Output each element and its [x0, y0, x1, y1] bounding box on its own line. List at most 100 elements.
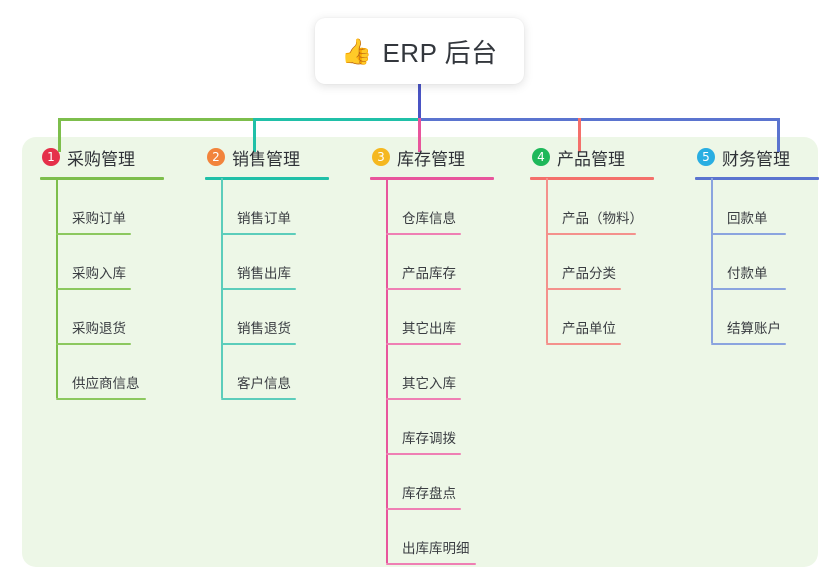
branch-column-3: 3 库存管理 仓库信息 产品库存 其它出库 其它入库 [352, 137, 512, 565]
leaf-item[interactable]: 销售退货 [187, 290, 347, 345]
leaf-rule [386, 508, 461, 510]
leaf-label: 采购退货 [72, 321, 126, 336]
leaf-item[interactable]: 产品库存 [352, 235, 512, 290]
leaf-label: 供应商信息 [72, 376, 140, 391]
leaf-rule [386, 288, 461, 290]
leaf-item[interactable]: 出库库明细 [352, 510, 512, 565]
leaf-rule [386, 233, 461, 235]
branch-header-rule-4 [530, 177, 654, 180]
leaf-label: 销售出库 [237, 266, 291, 281]
branch-spine-3 [386, 178, 388, 563]
leaf-item[interactable]: 产品（物料） [512, 180, 672, 235]
mindmap-panel [22, 137, 818, 567]
branch-leaf-list-1: 采购订单 采购入库 采购退货 供应商信息 [22, 180, 182, 400]
leaf-rule [386, 453, 461, 455]
branch-leaf-list-4: 产品（物料） 产品分类 产品单位 [512, 180, 672, 345]
branch-column-2: 2 销售管理 销售订单 销售出库 销售退货 客户信息 [187, 137, 347, 400]
leaf-item[interactable]: 结算账户 [677, 290, 837, 345]
leaf-label: 销售订单 [237, 211, 291, 226]
branch-header-rule-2 [205, 177, 329, 180]
leaf-rule [386, 343, 461, 345]
leaf-item[interactable]: 客户信息 [187, 345, 347, 400]
leaf-label: 出库库明细 [402, 541, 470, 556]
leaf-item[interactable]: 仓库信息 [352, 180, 512, 235]
leaf-rule [221, 288, 296, 290]
branch-badge-2: 2 [207, 148, 225, 166]
leaf-label: 客户信息 [237, 376, 291, 391]
branch-badge-4: 4 [532, 148, 550, 166]
leaf-item[interactable]: 销售订单 [187, 180, 347, 235]
leaf-item[interactable]: 采购退货 [22, 290, 182, 345]
leaf-rule [546, 233, 636, 235]
leaf-label: 销售退货 [237, 321, 291, 336]
leaf-label: 产品（物料） [562, 211, 643, 226]
leaf-rule [56, 288, 131, 290]
leaf-item[interactable]: 采购入库 [22, 235, 182, 290]
leaf-label: 库存调拨 [402, 431, 456, 446]
leaf-rule [56, 343, 131, 345]
branch-header-rule-5 [695, 177, 819, 180]
leaf-item[interactable]: 销售出库 [187, 235, 347, 290]
branch-column-1: 1 采购管理 采购订单 采购入库 采购退货 供应商信息 [22, 137, 182, 400]
leaf-rule [221, 398, 296, 400]
leaf-label: 其它出库 [402, 321, 456, 336]
branch-leaf-list-3: 仓库信息 产品库存 其它出库 其它入库 库存调拨 [352, 180, 512, 565]
leaf-rule [711, 343, 786, 345]
branch-spine-5 [711, 178, 713, 343]
branch-title-5: 财务管理 [722, 149, 790, 169]
leaf-item[interactable]: 采购订单 [22, 180, 182, 235]
leaf-item[interactable]: 库存调拨 [352, 400, 512, 455]
leaf-rule [386, 563, 476, 565]
leaf-label: 采购订单 [72, 211, 126, 226]
branch-leaf-list-2: 销售订单 销售出库 销售退货 客户信息 [187, 180, 347, 400]
leaf-label: 仓库信息 [402, 211, 456, 226]
branch-spine-4 [546, 178, 548, 343]
leaf-rule [56, 398, 146, 400]
leaf-label: 付款单 [727, 266, 768, 281]
leaf-item[interactable]: 库存盘点 [352, 455, 512, 510]
leaf-item[interactable]: 回款单 [677, 180, 837, 235]
thumbs-up-icon: 👍 [341, 36, 373, 66]
leaf-rule [711, 233, 786, 235]
leaf-item[interactable]: 产品分类 [512, 235, 672, 290]
leaf-rule [386, 398, 461, 400]
leaf-item[interactable]: 产品单位 [512, 290, 672, 345]
leaf-rule [56, 233, 131, 235]
branch-header-2[interactable]: 2 销售管理 [187, 137, 347, 177]
leaf-rule [546, 288, 621, 290]
leaf-label: 产品分类 [562, 266, 616, 281]
root-node-card[interactable]: 👍 ERP 后台 [315, 18, 524, 84]
branch-title-3: 库存管理 [397, 149, 465, 169]
branch-title-4: 产品管理 [557, 149, 625, 169]
branch-badge-3: 3 [372, 148, 390, 166]
leaf-label: 库存盘点 [402, 486, 456, 501]
branch-badge-5: 5 [697, 148, 715, 166]
branch-header-1[interactable]: 1 采购管理 [22, 137, 182, 177]
branch-header-rule-1 [40, 177, 164, 180]
leaf-rule [221, 343, 296, 345]
branch-column-4: 4 产品管理 产品（物料） 产品分类 产品单位 [512, 137, 672, 345]
leaf-item[interactable]: 其它入库 [352, 345, 512, 400]
leaf-label: 采购入库 [72, 266, 126, 281]
root-node-title: ERP 后台 [382, 37, 498, 68]
branch-title-1: 采购管理 [67, 149, 135, 169]
branch-badge-1: 1 [42, 148, 60, 166]
leaf-item[interactable]: 付款单 [677, 235, 837, 290]
branch-column-5: 5 财务管理 回款单 付款单 结算账户 [677, 137, 837, 345]
leaf-rule [221, 233, 296, 235]
branch-columns: 1 采购管理 采购订单 采购入库 采购退货 供应商信息 [0, 137, 839, 567]
leaf-label: 其它入库 [402, 376, 456, 391]
branch-title-2: 销售管理 [232, 149, 300, 169]
branch-header-3[interactable]: 3 库存管理 [352, 137, 512, 177]
leaf-item[interactable]: 其它出库 [352, 290, 512, 345]
leaf-label: 产品单位 [562, 321, 616, 336]
leaf-rule [711, 288, 786, 290]
leaf-rule [546, 343, 621, 345]
branch-leaf-list-5: 回款单 付款单 结算账户 [677, 180, 837, 345]
branch-header-4[interactable]: 4 产品管理 [512, 137, 672, 177]
leaf-label: 产品库存 [402, 266, 456, 281]
leaf-label: 结算账户 [727, 321, 781, 336]
branch-header-5[interactable]: 5 财务管理 [677, 137, 837, 177]
leaf-item[interactable]: 供应商信息 [22, 345, 182, 400]
